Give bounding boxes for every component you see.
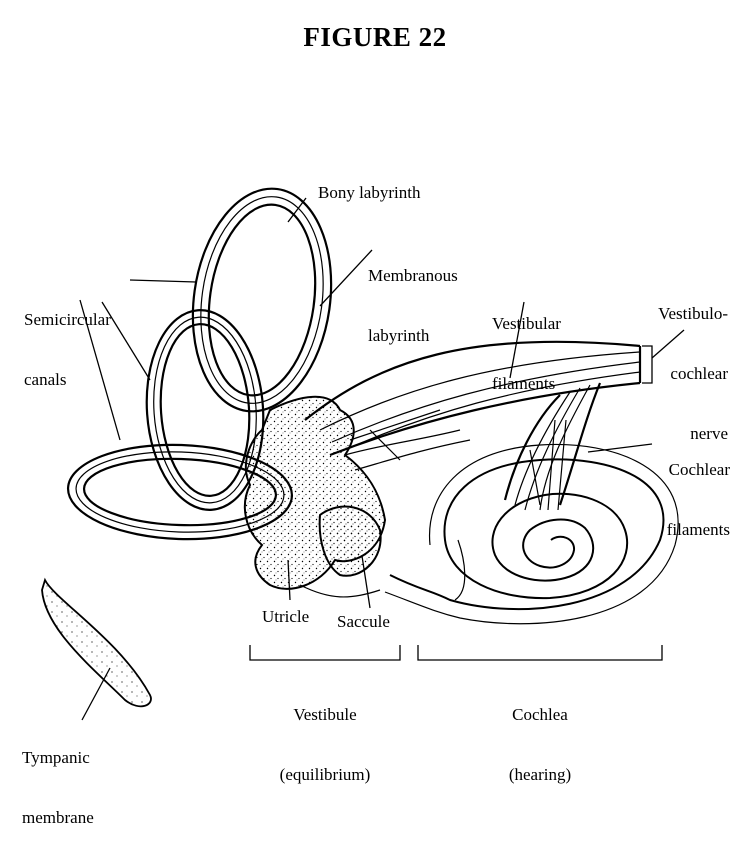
label-cochlear-filaments: Cochlear filaments [636,420,730,580]
label-bony-labyrinth: Bony labyrinth [318,183,421,202]
tympanic-membrane [41,577,152,708]
label-line: Vestibule [293,705,357,724]
label-line: nerve [690,424,728,443]
cochlea-spiral [384,443,679,625]
inner-ear-diagram [41,187,685,721]
figure-title: FIGURE 22 [303,22,447,52]
label-membranous-labyrinth: Membranous labyrinth [368,226,458,386]
label-tympanic-membrane: Tympanic membrane [22,708,94,868]
label-line: cochlear [670,364,728,383]
label-vestibulocochlear-nerve: Vestibulo- cochlear nerve [636,264,728,484]
label-cochlea: Cochlea (hearing) [460,665,620,825]
label-utricle: Utricle [262,607,310,626]
label-vestibule: Vestibule (equilibrium) [245,665,405,825]
vestibule-mass [243,395,387,598]
label-saccule: Saccule [337,612,390,631]
label-line: Cochlea [512,705,568,724]
nerve-bundle [304,340,642,511]
label-line: Cochlear [668,460,730,479]
label-vestibular-filaments: Vestibular filaments [492,274,561,434]
leader-lines [79,197,685,721]
label-line: labyrinth [368,326,430,345]
label-line: Vestibular [492,314,561,333]
label-line: canals [24,370,67,389]
label-line: membrane [22,808,94,827]
label-line: Semicircular [24,310,111,329]
label-semicircular-canals: Semicircular canals [24,270,111,430]
label-line: Membranous [368,266,458,285]
semicircular-canals [66,187,333,541]
label-line: filaments [666,520,730,539]
label-line: Vestibulo- [658,304,728,323]
label-line: (hearing) [508,765,572,784]
label-line: Tympanic [22,748,90,767]
label-line: filaments [492,374,556,393]
figure-stage: FIGURE 22 [22,22,730,827]
label-line: (equilibrium) [279,765,371,784]
section-brackets [249,645,663,661]
